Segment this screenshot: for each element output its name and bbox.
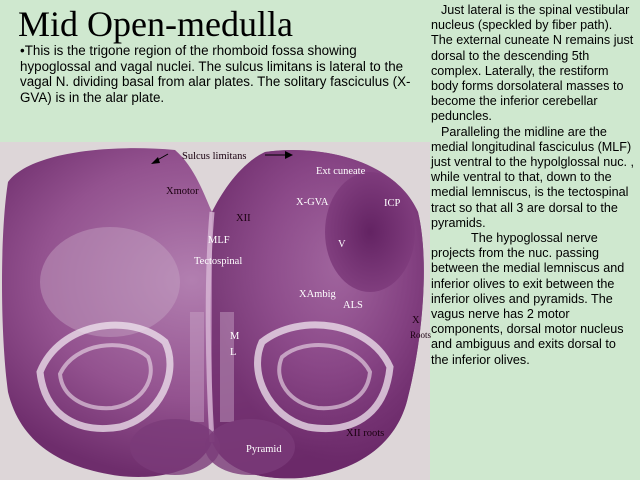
label-v: V (338, 239, 346, 250)
intro-text: •This is the trigone region of the rhomb… (20, 43, 411, 105)
label-tectospinal: Tectospinal (194, 256, 243, 267)
label-m: M (230, 331, 240, 342)
label-l: L (230, 347, 237, 358)
label-xii: XII (236, 213, 251, 224)
label-xii-roots: XII roots (346, 428, 385, 439)
label-mlf: MLF (208, 235, 230, 246)
label-x: X (412, 315, 420, 326)
medulla-section-image (0, 142, 430, 480)
description-column: Just lateral is the spinal vestibular nu… (431, 3, 635, 368)
paragraph-midline: Paralleling the midline are the medial l… (431, 124, 635, 230)
slide-title: Mid Open-medulla (18, 4, 293, 44)
label-ext-cuneate: Ext cuneate (316, 166, 366, 177)
label-sulcus-limitans: Sulcus limitans (182, 151, 247, 162)
label-xmotor: Xmotor (166, 186, 199, 197)
label-pyramid: Pyramid (246, 444, 282, 455)
paragraph-lateral: Just lateral is the spinal vestibular nu… (431, 3, 634, 124)
label-xambig: XAmbig (299, 289, 336, 300)
label-icp: ICP (384, 198, 401, 209)
label-roots: Roots (410, 330, 432, 340)
label-als: ALS (343, 300, 363, 311)
paragraph-nerves: The hypoglossal nerve projects from the … (431, 231, 625, 367)
label-x-gva: X-GVA (296, 197, 329, 208)
